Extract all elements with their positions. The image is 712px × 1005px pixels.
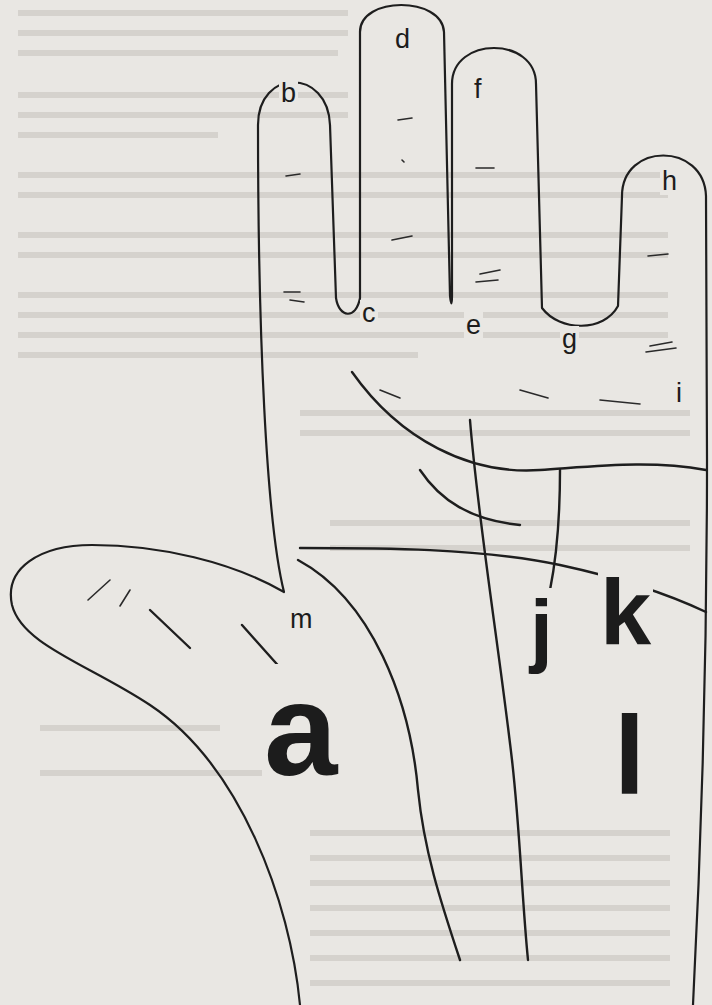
finger-creases [88,118,676,606]
region-letter: k [598,566,653,658]
faint-page-text [18,10,690,986]
callout-letter: b [279,80,298,107]
palm-lines [150,372,706,960]
callout-letter: m [288,606,315,633]
region-letter: l [612,700,647,812]
callout-letter: f [472,76,484,103]
callout-letter: d [393,26,412,53]
callout-letter: g [560,326,579,353]
region-letter: j [528,588,555,670]
hand-outline [11,5,707,1005]
callout-letter: i [674,380,684,407]
region-letter: a [262,664,339,796]
callout-letter: h [660,168,679,195]
callout-letter: e [464,312,483,339]
callout-letter: c [360,300,378,327]
